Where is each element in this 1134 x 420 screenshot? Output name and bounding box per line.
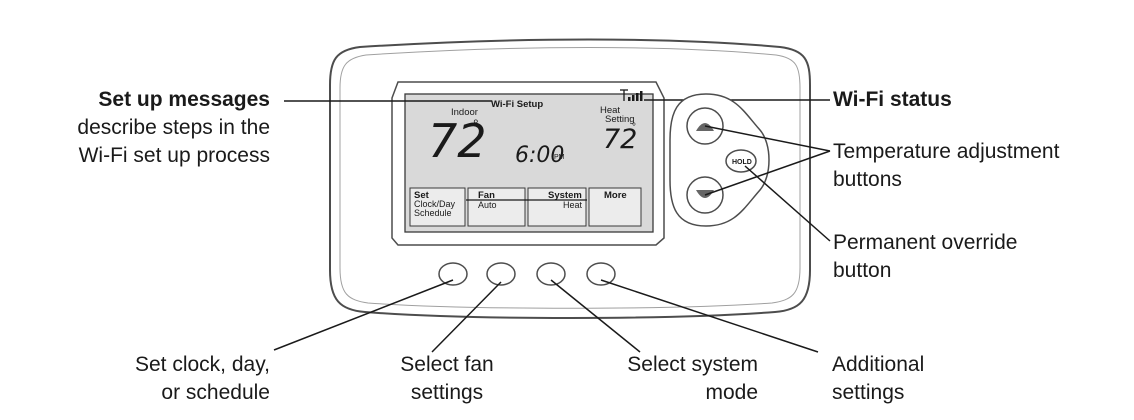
wifi-signal-icon <box>620 89 643 101</box>
system-leader-line <box>550 279 641 353</box>
temp-down-leader-line <box>704 150 831 196</box>
setup-messages-title: Set up messages <box>98 88 270 111</box>
arrow-up-icon <box>696 123 714 131</box>
svg-text:Auto: Auto <box>478 200 497 210</box>
setup-messages-callout: Set up messages describe steps in the Wi… <box>20 86 270 170</box>
set-clock-line2: or schedule <box>161 381 270 404</box>
menu-tab-fan: Fan Auto <box>467 187 526 227</box>
temp-adjust-line1: Temperature adjustment <box>833 140 1060 163</box>
select-system-line2: mode <box>705 381 758 404</box>
set-clock-line1: Set clock, day, <box>134 353 270 376</box>
screen-title: Wi-Fi Setup <box>491 99 543 110</box>
clock-leader-line <box>273 279 454 351</box>
hold-button-label: HOLD <box>732 159 752 166</box>
permanent-override-callout: Permanent override button <box>833 229 1017 285</box>
clock-time: 6:00 <box>515 143 564 168</box>
svg-text:Fan: Fan <box>478 190 495 201</box>
indoor-temperature: 72 <box>428 114 487 168</box>
override-line1: Permanent override <box>833 231 1018 254</box>
fan-leader-line <box>431 281 502 353</box>
setup-messages-line1: describe steps in the <box>77 116 270 139</box>
svg-text:Set: Set <box>414 190 430 201</box>
menu-tab-system: System Heat <box>527 187 587 227</box>
more-button[interactable] <box>586 262 616 286</box>
setting-label: Setting <box>605 114 635 125</box>
svg-text:Schedule: Schedule <box>414 208 452 218</box>
heat-label: Heat <box>600 105 620 116</box>
set-clock-button[interactable] <box>438 262 468 286</box>
temp-adjust-line2: buttons <box>833 168 902 191</box>
indoor-label: Indoor <box>451 107 478 118</box>
fan-button[interactable] <box>486 262 516 286</box>
svg-text:Heat: Heat <box>563 200 583 210</box>
temp-up-leader-line <box>704 125 831 152</box>
hold-leader-line <box>744 165 831 242</box>
svg-text:More: More <box>604 190 627 201</box>
wifi-status-title: Wi-Fi status <box>833 88 952 111</box>
thermostat-housing-inner <box>339 47 801 309</box>
set-temperature: 72 <box>603 124 637 155</box>
select-system-callout: Select system mode <box>570 351 758 407</box>
set-clock-callout: Set clock, day, or schedule <box>70 351 270 407</box>
set-degree: ° <box>632 122 636 133</box>
select-fan-line1: Select fan <box>400 353 494 376</box>
select-system-line1: Select system <box>627 353 758 376</box>
additional-settings-callout: Additional settings <box>832 351 924 407</box>
additional-line2: settings <box>832 381 905 404</box>
additional-line1: Additional <box>832 353 925 376</box>
select-fan-line2: settings <box>410 381 484 404</box>
svg-text:Clock/Day: Clock/Day <box>414 199 456 209</box>
svg-text:System: System <box>548 190 582 201</box>
hold-button[interactable]: HOLD <box>725 149 757 173</box>
arrow-down-icon <box>696 190 714 198</box>
clock-ampm: PM <box>554 154 565 161</box>
temperature-adjustment-callout: Temperature adjustment buttons <box>833 138 1059 194</box>
menu-tab-set: Set Clock/Day Schedule <box>409 187 466 227</box>
wifi-status-callout: Wi-Fi status <box>833 86 952 114</box>
menu-tab-more: More <box>588 187 642 227</box>
system-button[interactable] <box>536 262 566 286</box>
select-fan-callout: Select fan settings <box>372 351 522 407</box>
indoor-degree: ° <box>473 116 479 132</box>
more-leader-line <box>600 279 819 353</box>
setup-messages-line2: Wi-Fi set up process <box>78 144 270 167</box>
override-line2: button <box>833 259 892 282</box>
